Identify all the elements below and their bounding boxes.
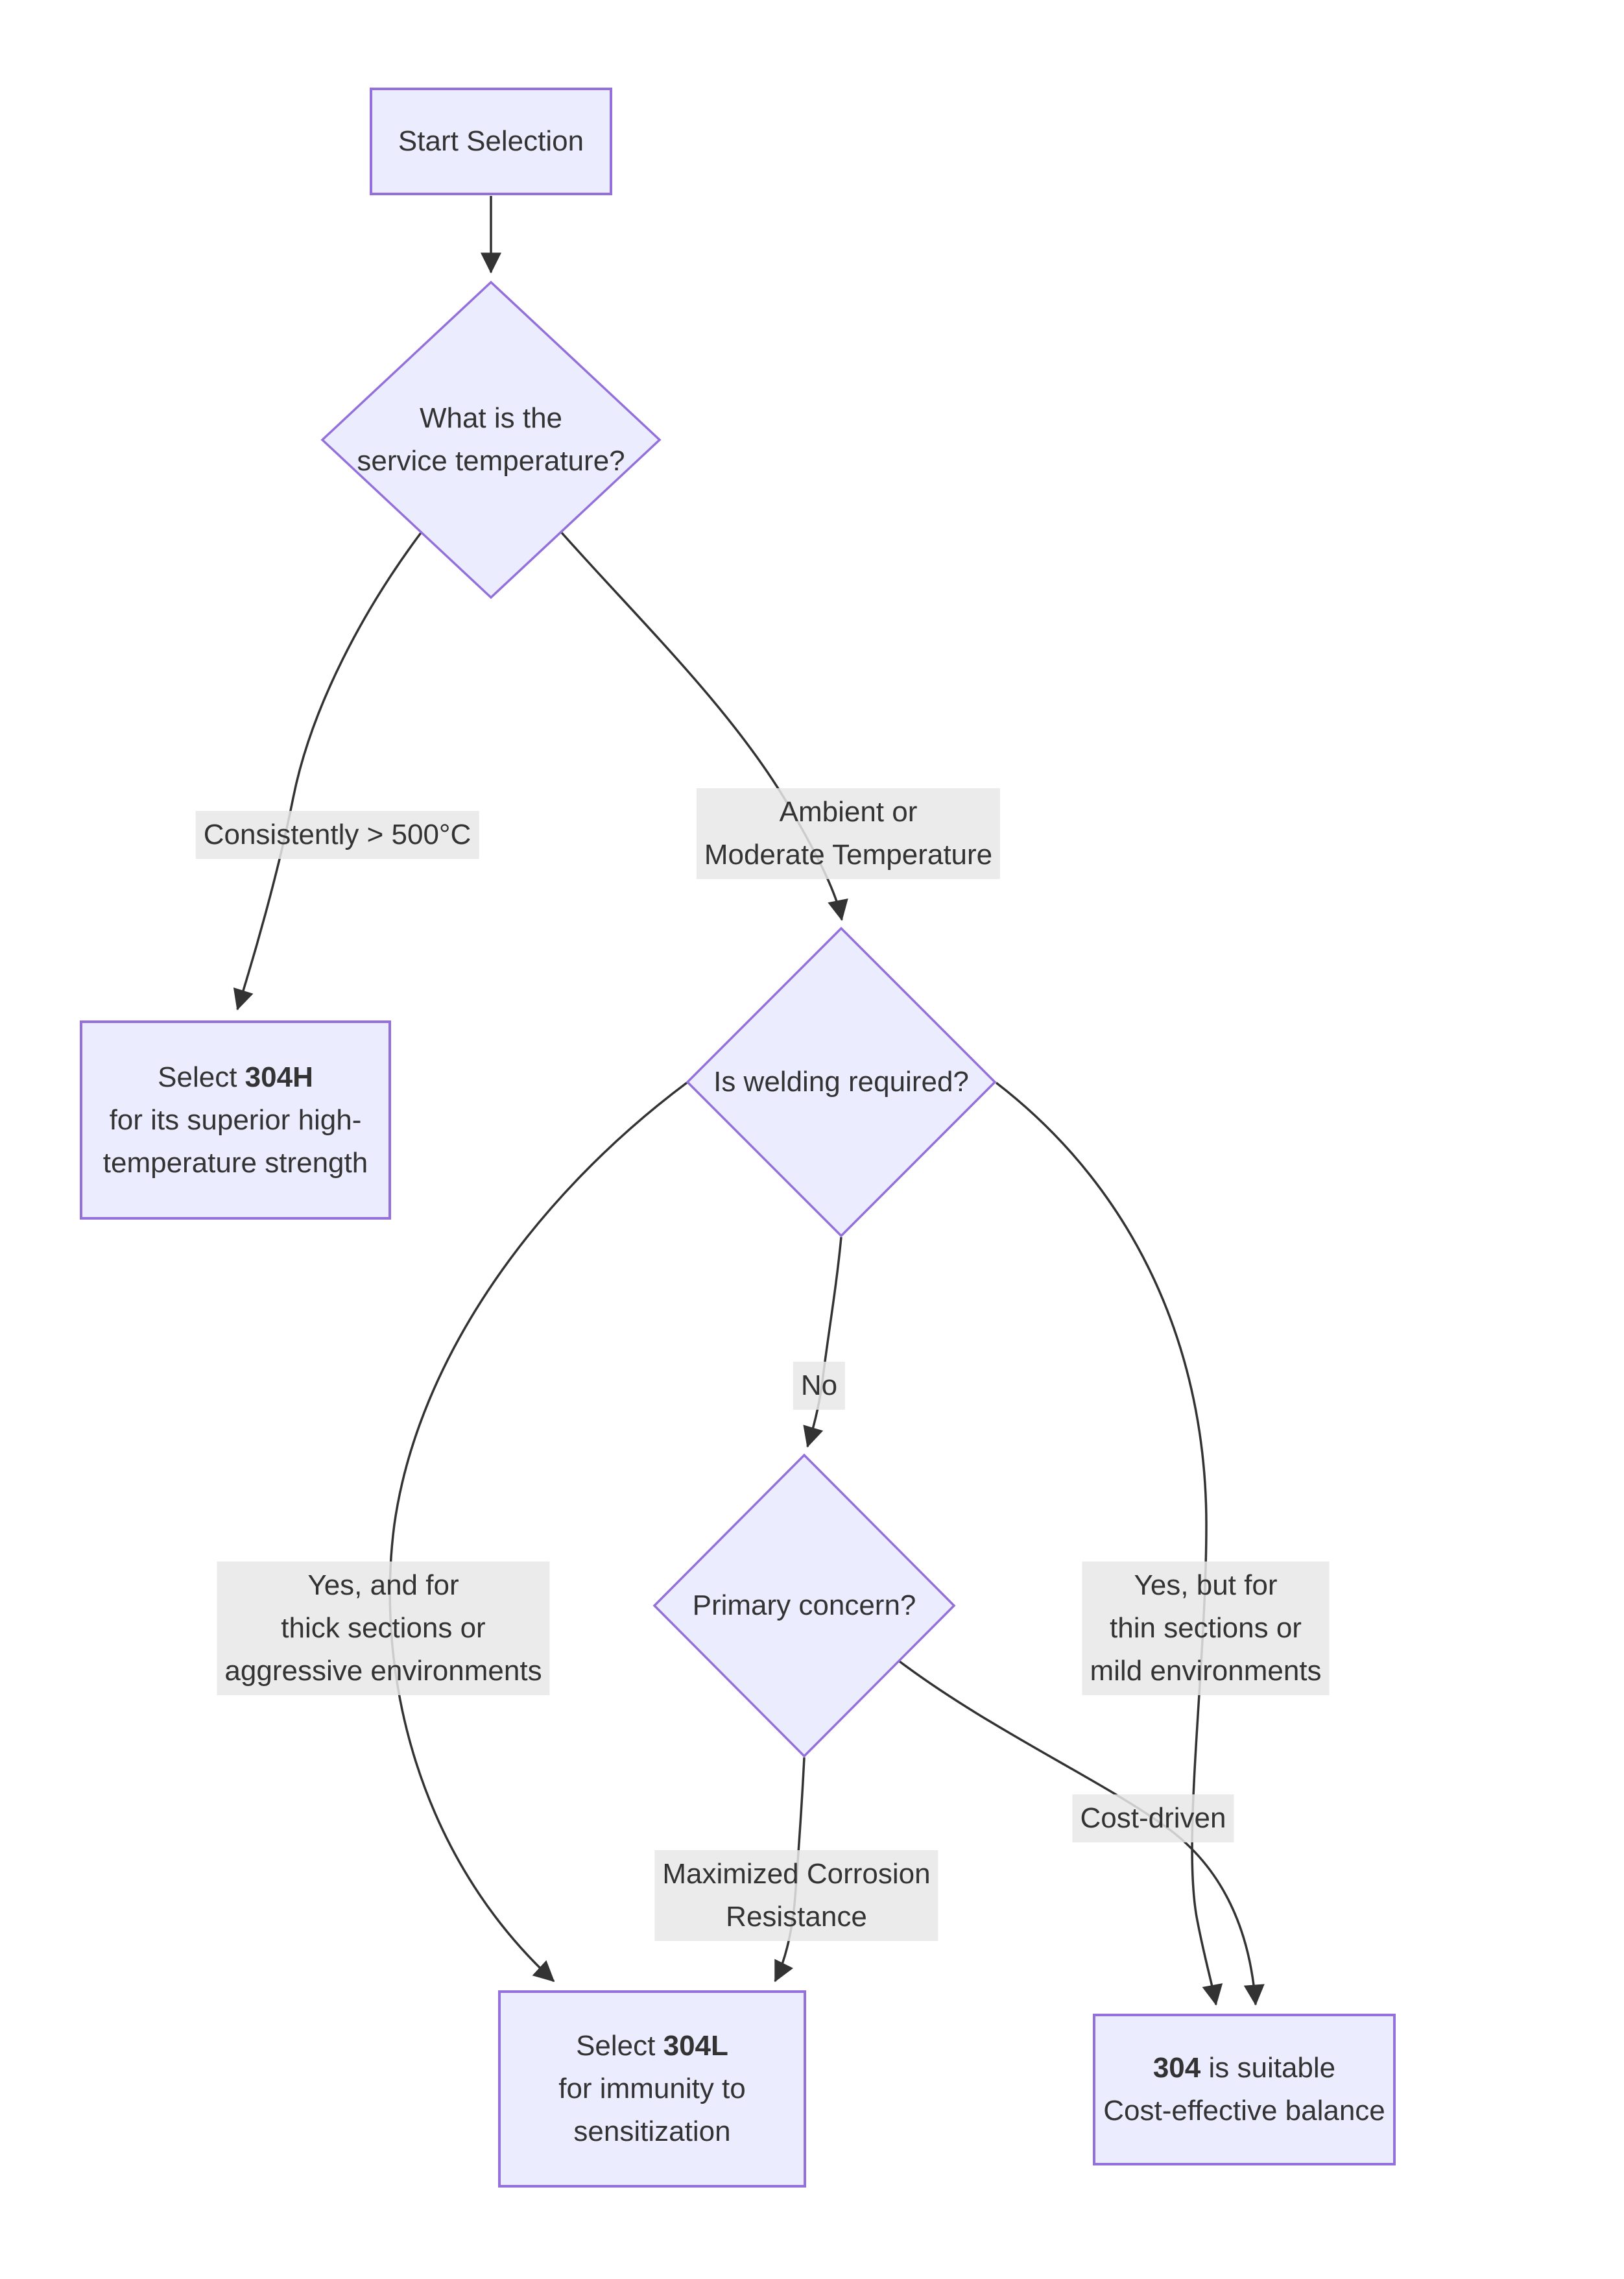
edge-label-consistently-500c: Consistently > 500°C [195,811,479,859]
temperature-decision-diamond [320,280,662,599]
welding-decision-diamond [686,926,997,1238]
edge-welding-to-concern [803,1236,842,1448]
edge-label-no: No [793,1362,846,1410]
concern-decision-label: Primary concern? [692,1589,916,1621]
edge-welding-to-304 [995,1081,1223,2006]
start-node: Start Selection [370,88,612,195]
edge-label-cost-driven: Cost-driven [1072,1794,1234,1842]
edge-temperature-to-welding [560,531,848,921]
start-node-label: Start Selection [398,125,584,157]
edge-temperature-to-304h [233,531,423,1011]
concern-decision-diamond [652,1453,956,1758]
edge-welding-to-304l [388,1081,688,1983]
welding-decision-label: Is welding required? [713,1066,969,1098]
